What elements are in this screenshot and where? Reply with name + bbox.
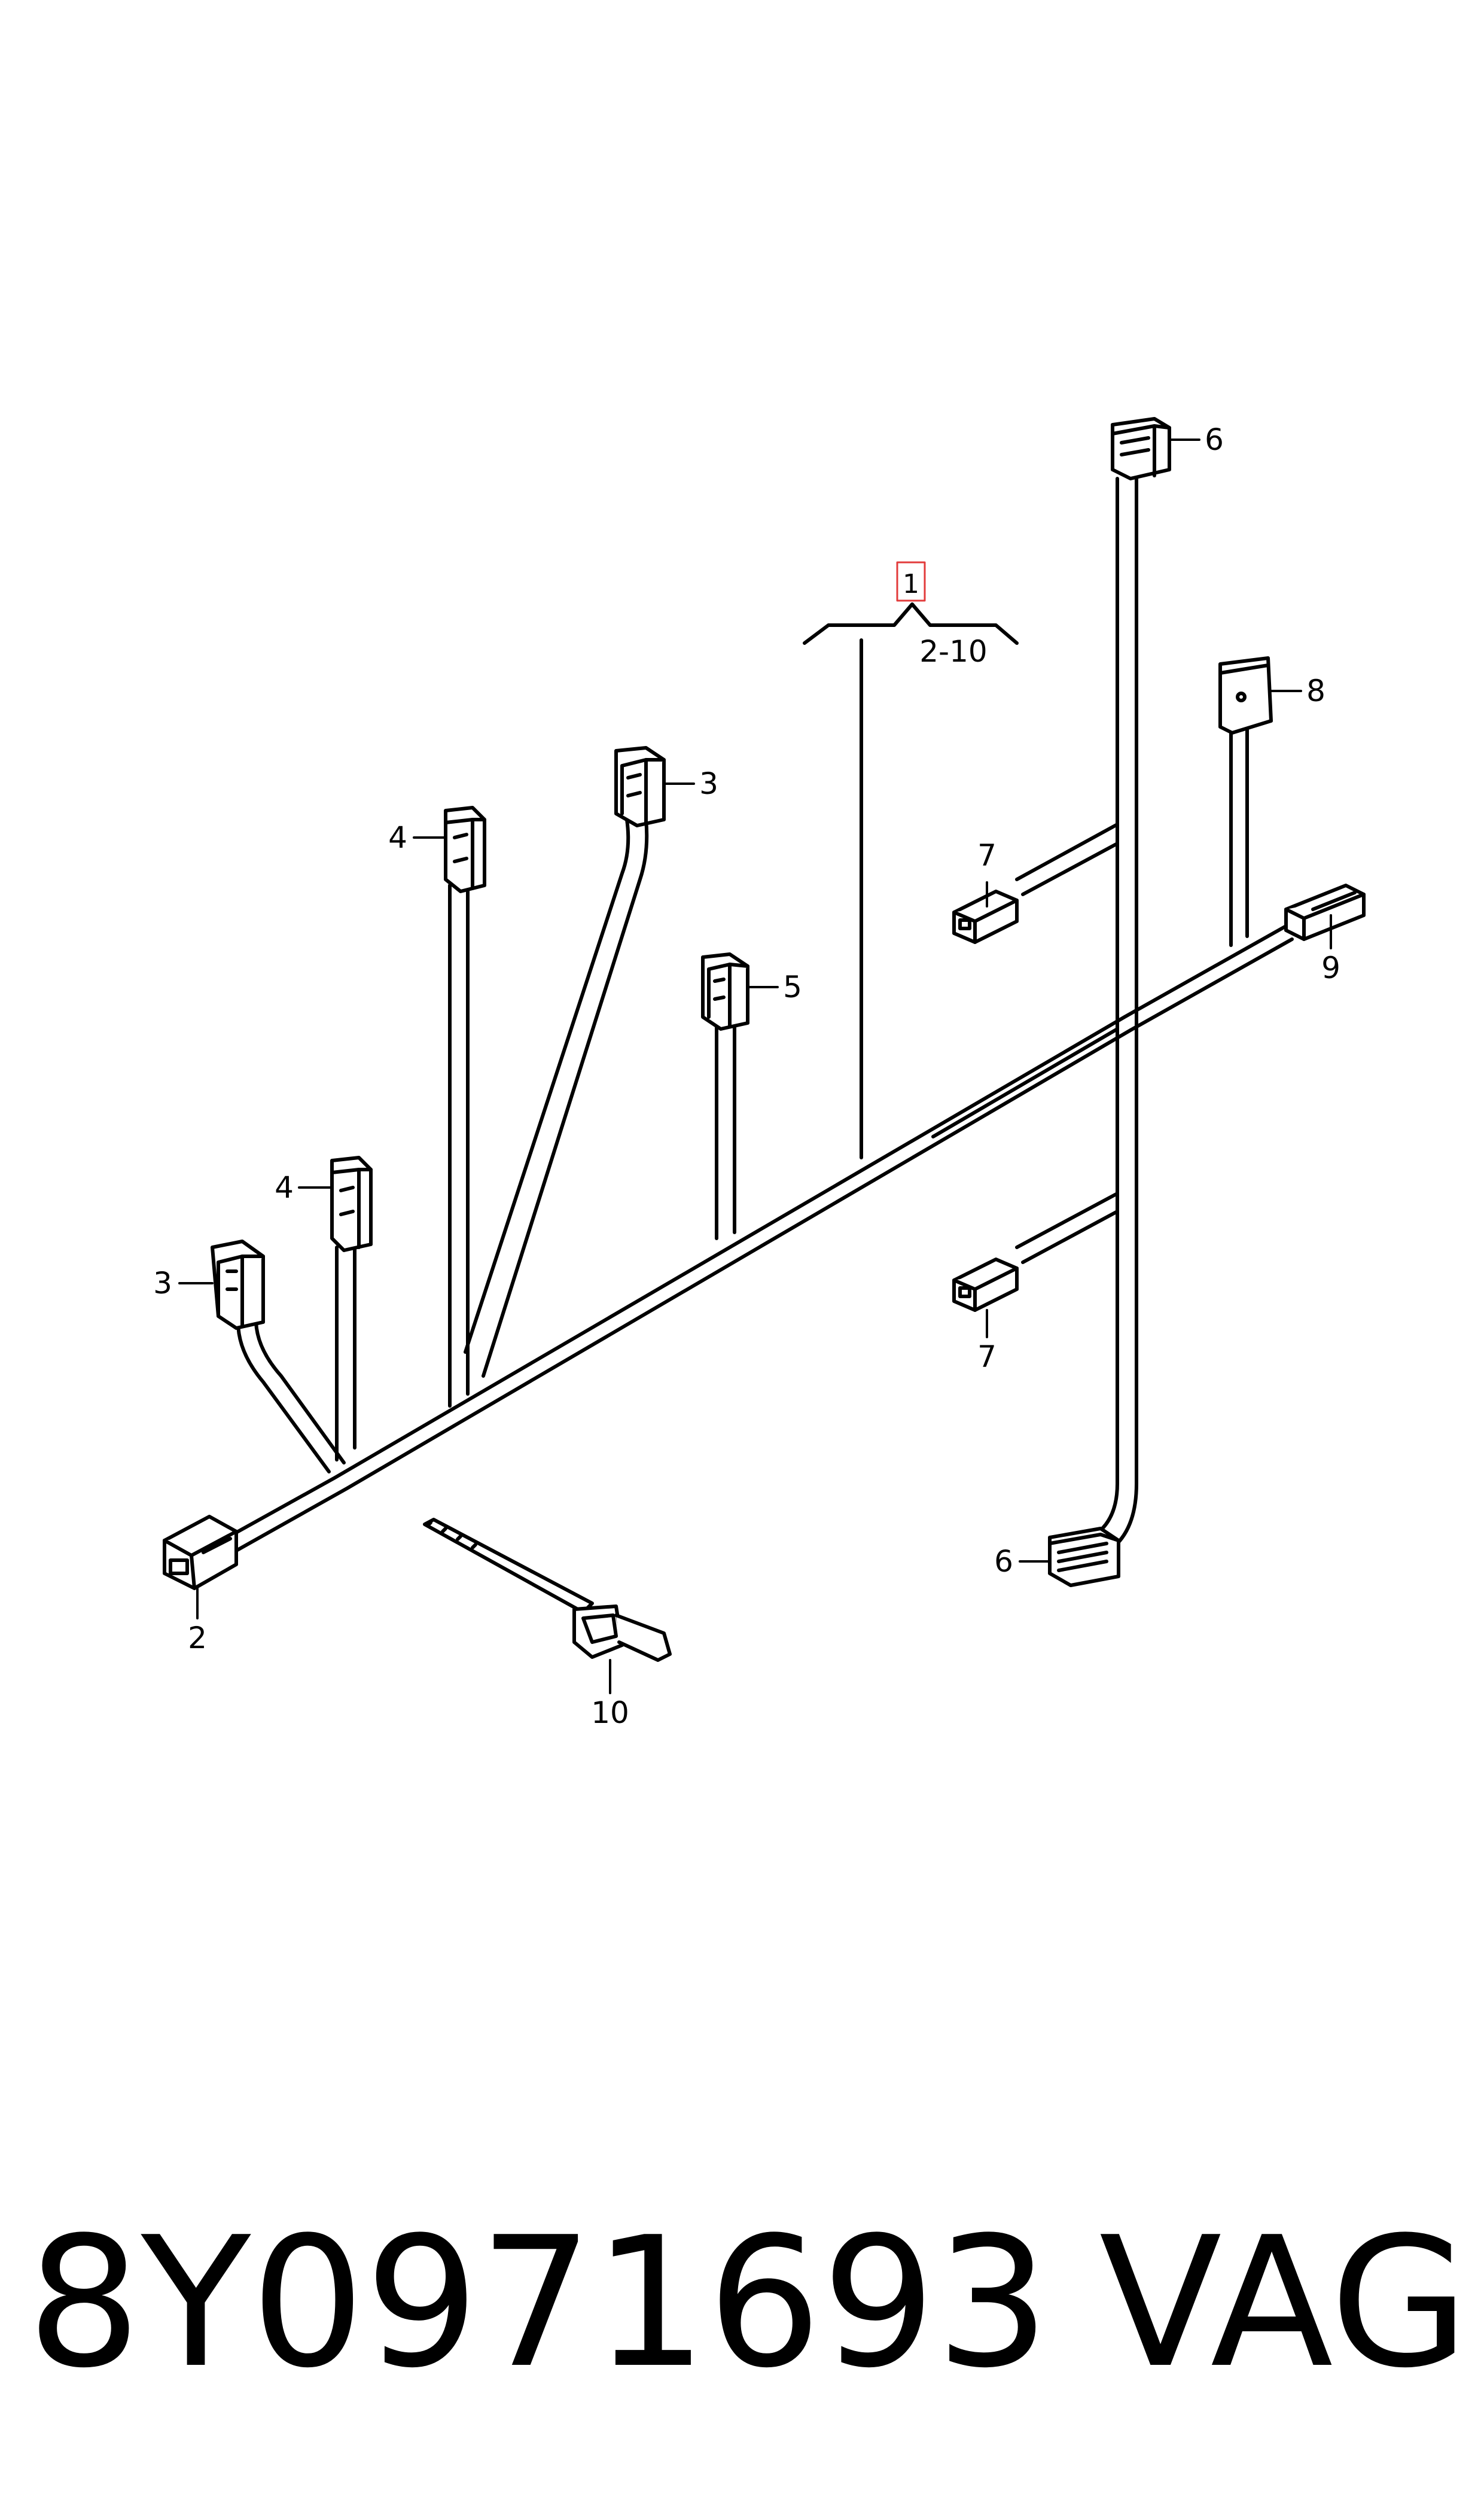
callout-10: 10	[591, 1695, 629, 1730]
group-bracket	[803, 602, 1019, 1159]
connector-4-upper[interactable]	[444, 806, 486, 893]
callout-3-left: 3	[153, 1266, 172, 1301]
branch-5	[715, 1024, 736, 1240]
branch-7-upper	[1015, 823, 1119, 896]
part-number: 8Y0971693	[27, 2199, 1050, 2407]
callout-9: 9	[1321, 951, 1340, 985]
branch-3-upper	[464, 818, 649, 1378]
branch-4-lower	[335, 1246, 356, 1462]
callout-4-lower: 4	[275, 1170, 294, 1205]
group-number: 1	[903, 569, 919, 599]
callout-5: 5	[783, 970, 802, 1004]
callout-4-upper: 4	[388, 820, 407, 855]
branch-4-upper	[448, 884, 470, 1408]
connector-7-upper[interactable]	[952, 890, 1019, 944]
connector-9[interactable]	[1284, 884, 1366, 941]
branch-3-left	[236, 1320, 346, 1473]
reference-box[interactable]	[896, 561, 926, 602]
callout-7-upper: 7	[977, 838, 997, 873]
branch-8	[1229, 728, 1249, 947]
part-footer: 8Y0971693 VAG	[0, 2178, 1484, 2429]
connector-2[interactable]	[163, 1515, 238, 1590]
connector-6-bottom[interactable]	[1048, 1527, 1120, 1587]
branch-middle	[931, 1027, 1119, 1138]
connector-3-upper[interactable]	[614, 746, 666, 827]
cable-tie-10[interactable]	[423, 1518, 672, 1662]
connector-6-top[interactable]	[1111, 417, 1171, 480]
main-trunk	[226, 924, 1294, 1552]
branch-7-lower	[1015, 1192, 1119, 1264]
connector-4-lower[interactable]	[330, 1156, 373, 1252]
connector-8[interactable]	[1218, 656, 1273, 735]
callout-8: 8	[1306, 674, 1325, 708]
connector-7-lower[interactable]	[952, 1258, 1019, 1312]
wiring-harness-diagram: 1 2-10 2 3 3 4 4 5 6 6 7 7 8 9 10	[153, 417, 1366, 1730]
callout-6-bottom: 6	[994, 1544, 1013, 1579]
callout-7-lower: 7	[977, 1339, 997, 1374]
callout-2: 2	[188, 1621, 207, 1655]
group-range-label: 2-10	[919, 634, 987, 669]
vertical-branch-6	[1075, 477, 1138, 1563]
leader-lines	[178, 439, 1332, 1694]
connector-5[interactable]	[701, 952, 749, 1031]
connector-3-left[interactable]	[211, 1240, 265, 1330]
callout-6-top: 6	[1205, 422, 1224, 457]
brand-name: VAG	[1099, 2199, 1469, 2407]
callout-3-upper: 3	[699, 766, 718, 801]
